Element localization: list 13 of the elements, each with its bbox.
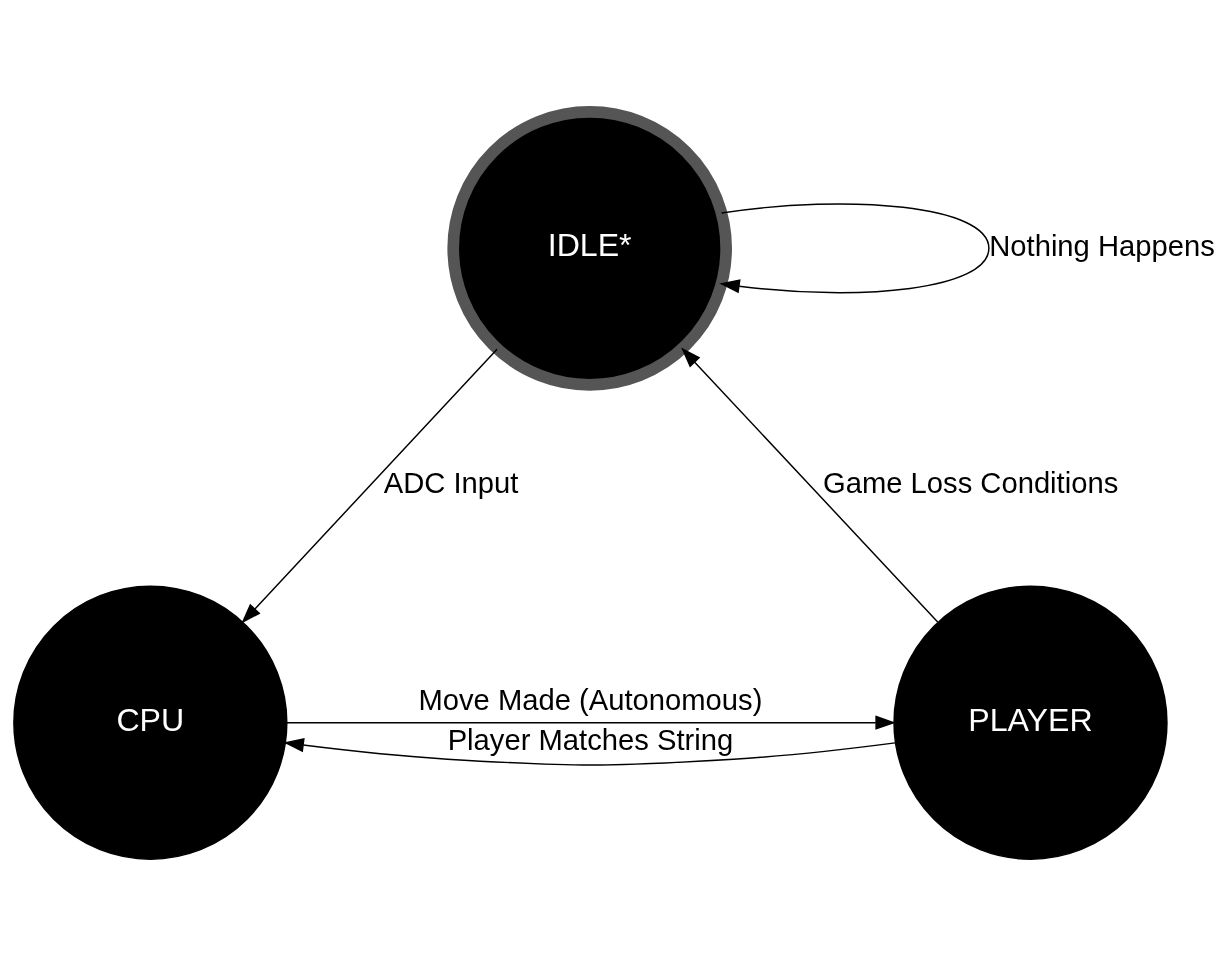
edge-label: Move Made (Autonomous)	[418, 683, 763, 716]
edge-label: Game Loss Conditions	[823, 466, 1119, 499]
arrow	[681, 347, 939, 623]
edge-label: Nothing Happens	[989, 229, 1215, 262]
node-circle: CPU	[13, 585, 288, 860]
edge-label: ADC Input	[383, 466, 519, 499]
node-circle: PLAYER	[893, 585, 1168, 860]
arrow	[719, 202, 990, 293]
edge-label: Player Matches String	[447, 723, 734, 756]
arrow	[241, 347, 498, 624]
node-circle: IDLE*	[447, 105, 732, 391]
arrow	[286, 715, 896, 730]
arrow	[283, 737, 896, 766]
